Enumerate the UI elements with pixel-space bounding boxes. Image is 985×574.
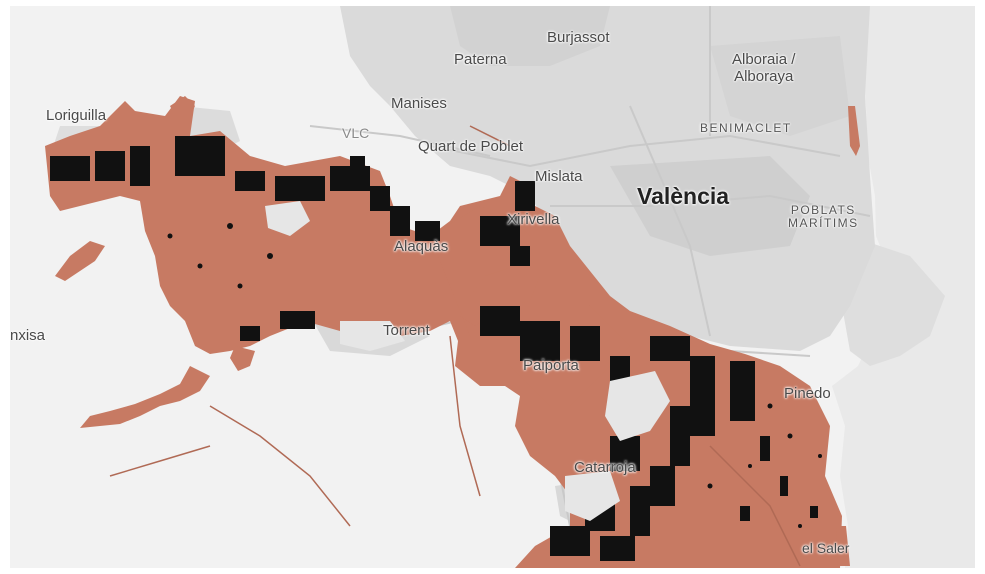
label-xisa: nxisa — [10, 327, 46, 344]
label-alboraia-line1: Alboraia / — [732, 51, 796, 68]
dry-islands — [265, 201, 670, 521]
label-paiporta: Paiporta — [523, 357, 579, 374]
map-canvas[interactable]: Burjassot Paterna Alboraia / Alboraya Lo… — [10, 6, 975, 568]
label-poblats-line1: POBLATS — [790, 203, 856, 217]
label-poblats-maritims: POBLATS MARÍTIMS — [788, 203, 859, 231]
label-el-saler: el Saler — [802, 540, 850, 556]
label-pinedo: Pinedo — [784, 385, 831, 402]
label-catarroja: Catarroja — [574, 459, 636, 476]
label-poblats-line2: MARÍTIMS — [788, 216, 859, 231]
damaged-buildings — [50, 136, 822, 561]
label-paterna: Paterna — [454, 51, 507, 68]
port-area — [842, 236, 945, 366]
label-manises: Manises — [391, 95, 447, 112]
map-svg — [10, 6, 975, 568]
flood-channels — [109, 125, 801, 567]
label-valencia: València — [637, 183, 730, 209]
label-alboraia: Alboraia / Alboraya — [732, 51, 796, 85]
label-xirivella: Xirivella — [507, 211, 560, 228]
label-loriguilla: Loriguilla — [46, 107, 107, 124]
label-quart-de-poblet: Quart de Poblet — [418, 138, 524, 155]
label-torrent: Torrent — [383, 322, 430, 339]
label-alboraia-line2: Alboraya — [734, 67, 794, 85]
label-alaquas: Alaquàs — [394, 238, 449, 255]
label-mislata: Mislata — [535, 168, 583, 185]
label-burjassot: Burjassot — [547, 29, 610, 46]
label-vlc-airport: VLC — [342, 125, 370, 141]
label-benimaclet: BENIMACLET — [700, 121, 792, 135]
